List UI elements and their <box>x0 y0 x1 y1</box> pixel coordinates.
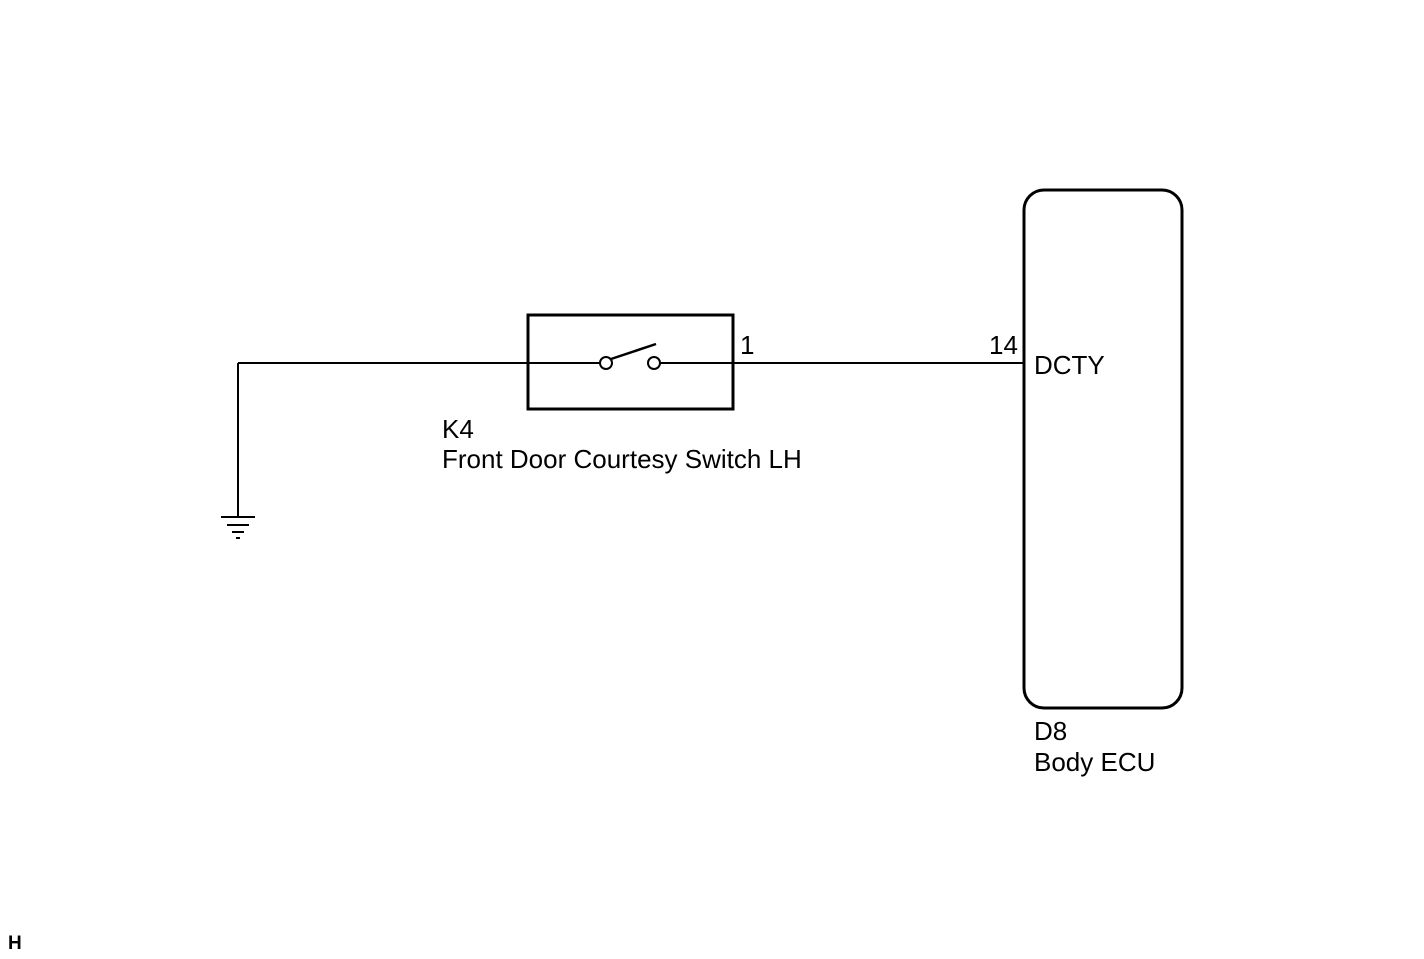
body-ecu-box <box>1022 188 1184 710</box>
footer-mark: H <box>8 933 22 954</box>
switch-code-label: K4 <box>442 414 474 444</box>
switch-pin-label: 1 <box>740 330 754 360</box>
switch-name-label: Front Door Courtesy Switch LH <box>442 444 802 474</box>
ecu-terminal-label: DCTY <box>1034 350 1105 380</box>
ecu-name-label: Body ECU <box>1034 747 1155 777</box>
switch-contact-icon <box>599 342 661 370</box>
ecu-code-label: D8 <box>1034 716 1067 746</box>
ecu-pin-label: 14 <box>989 330 1018 360</box>
ground-icon <box>221 516 255 539</box>
